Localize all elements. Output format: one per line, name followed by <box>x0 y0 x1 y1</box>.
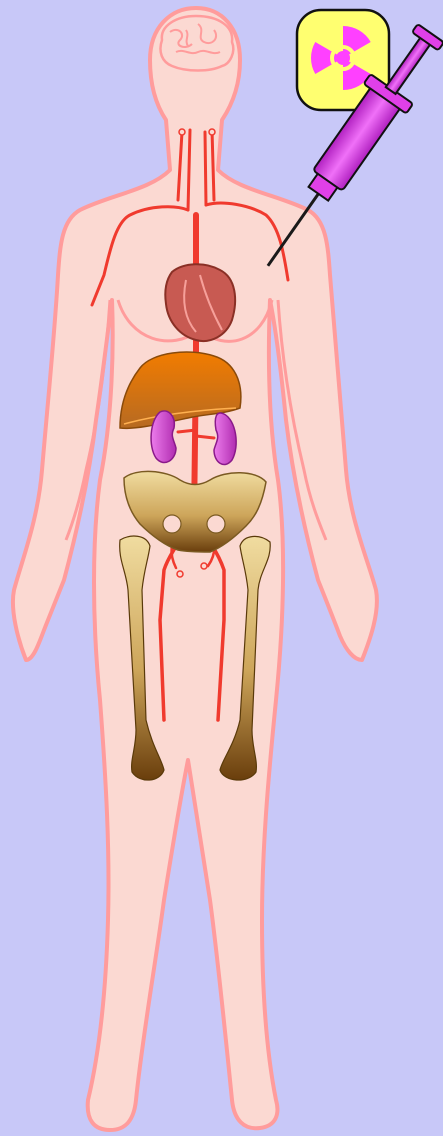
brain-icon <box>160 16 233 71</box>
kidney-left-icon <box>151 411 176 463</box>
